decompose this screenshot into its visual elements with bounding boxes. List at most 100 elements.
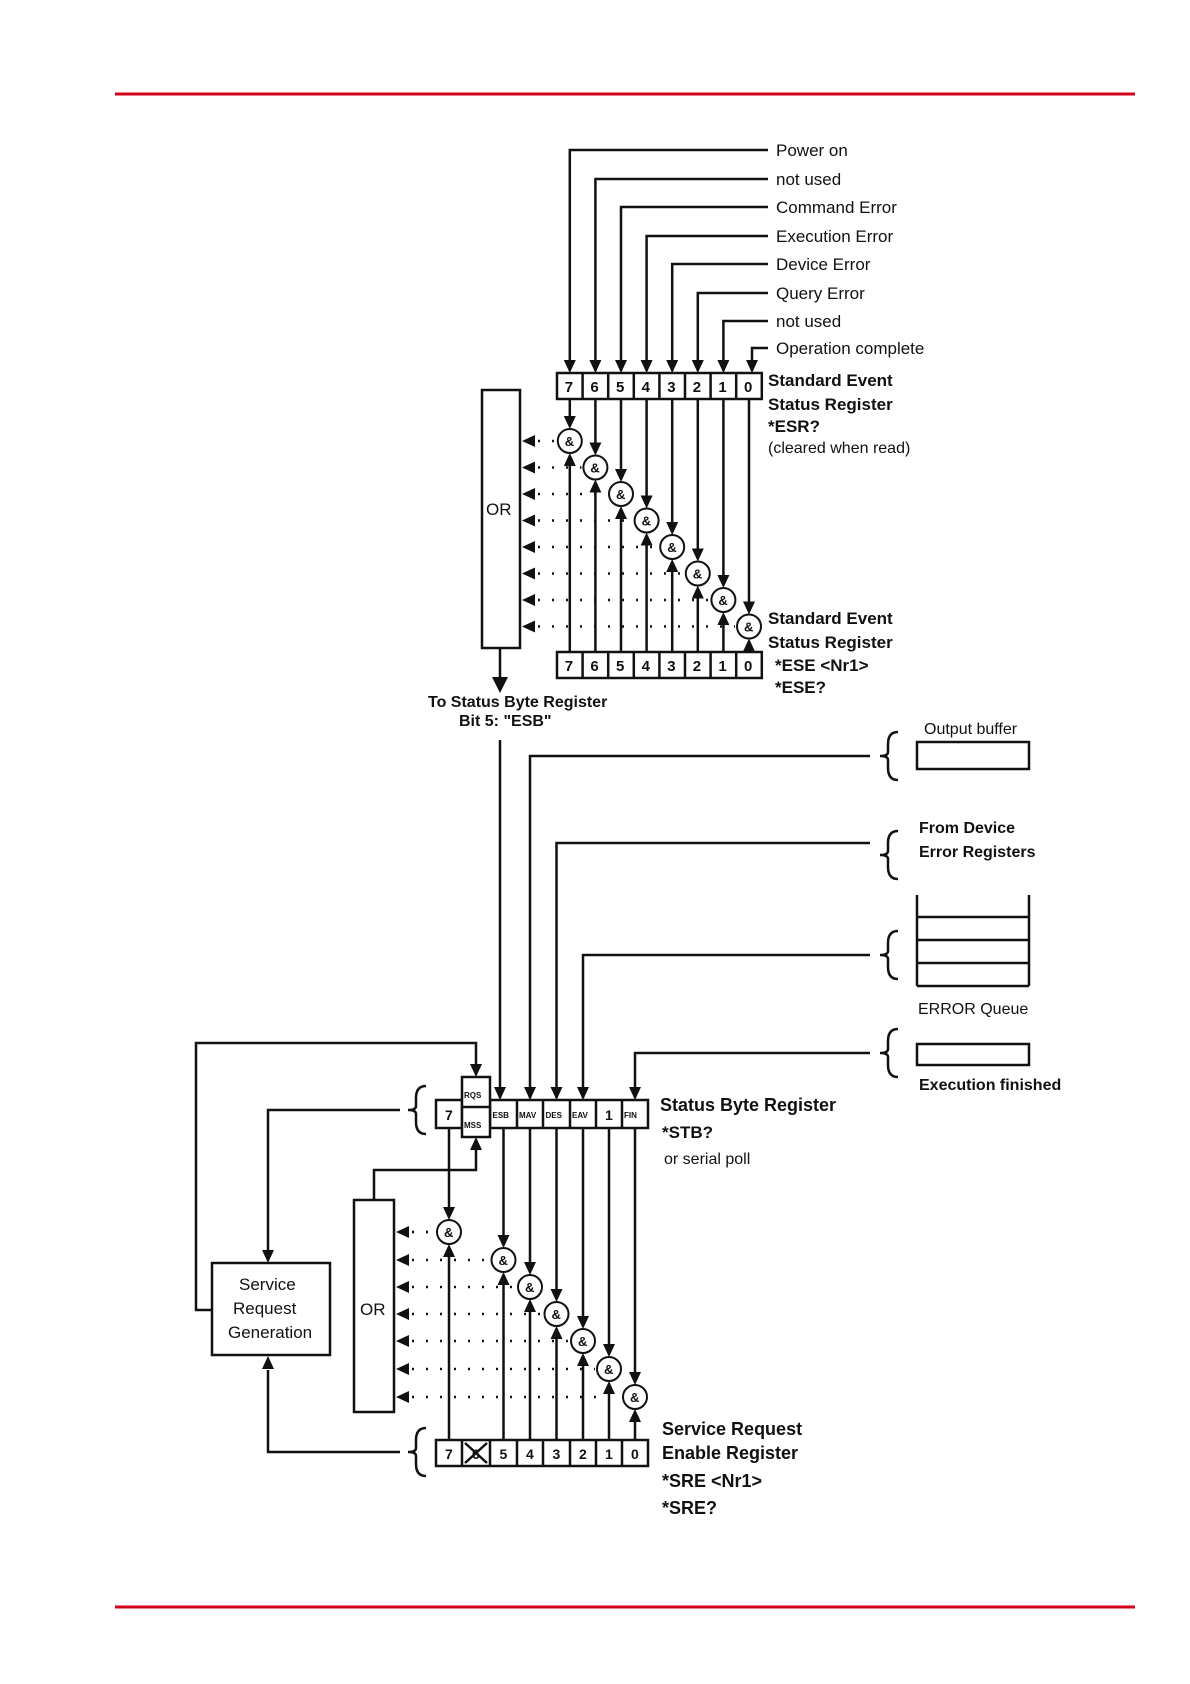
esr-input-label-7: Operation complete — [776, 339, 924, 358]
stb-bit-fin: FIN — [624, 1111, 637, 1120]
brace-sre — [407, 1426, 427, 1478]
ese-bit-5: 5 — [616, 658, 624, 675]
srg-line1: Service — [239, 1275, 296, 1294]
sre-label-line2: Enable Register — [662, 1443, 798, 1463]
esr-and-gate-5 — [684, 560, 711, 587]
ese-bit-1: 1 — [718, 658, 726, 675]
ese-bit-3: 3 — [667, 658, 675, 675]
ese-bit-4: 4 — [642, 658, 651, 675]
esr-input-label-6: not used — [776, 312, 841, 331]
stb-bit-mav: MAV — [519, 1111, 537, 1120]
esr-and-label-7: & — [744, 620, 753, 635]
brace-stb — [407, 1084, 427, 1136]
stb-label-line3: or serial poll — [664, 1151, 750, 1168]
sre-and-label-2: & — [525, 1280, 534, 1295]
sre-and-gate-1 — [490, 1247, 517, 1273]
sre-and-label-3: & — [552, 1307, 561, 1322]
esr-label-line3: *ESR? — [768, 417, 820, 436]
sre-and-gate-5 — [596, 1356, 622, 1382]
sre-bit-7: 7 — [445, 1446, 453, 1462]
esr-bit-2: 2 — [693, 379, 701, 396]
sre-and-gate-3 — [543, 1301, 570, 1327]
sre-label-line4: *SRE? — [662, 1498, 717, 1518]
esr-bit-0: 0 — [744, 379, 752, 396]
or-label-lower: OR — [360, 1300, 386, 1319]
ese-bit-0: 0 — [744, 658, 752, 675]
ese-label-line3: *ESE <Nr1> — [775, 656, 869, 675]
sre-bit-2: 2 — [579, 1446, 587, 1462]
ese-bit-7: 7 — [565, 658, 573, 675]
sre-bit-4: 4 — [526, 1446, 534, 1462]
sre-bit-0: 0 — [631, 1446, 639, 1462]
brace-error-queue — [879, 929, 899, 981]
or-box-lower — [352, 1198, 396, 1414]
stb-bit-des: DES — [546, 1111, 563, 1120]
esr-bit-7: 7 — [565, 379, 573, 396]
sre-and-gate-4 — [570, 1328, 596, 1354]
ese-label-line2: Status Register — [768, 633, 893, 652]
esr-and-gate-1 — [582, 454, 609, 481]
service-request-generation-box — [210, 1261, 332, 1357]
device-errors-label-1: From Device — [919, 820, 1015, 837]
brace-device-errors — [879, 829, 899, 881]
brace-execution-finished — [879, 1027, 899, 1079]
error-queue-stack — [915, 895, 1031, 988]
esr-and-gate-2 — [608, 481, 634, 507]
sre-label-line3: *SRE <Nr1> — [662, 1471, 762, 1491]
sre-and-label-5: & — [604, 1362, 613, 1377]
esr-bit-5: 5 — [616, 379, 624, 396]
sre-label-line1: Service Request — [662, 1419, 802, 1439]
esr-input-label-3: Execution Error — [776, 227, 893, 246]
esr-and-label-4: & — [667, 540, 676, 555]
or-box-upper — [480, 388, 522, 650]
ese-label-line4: *ESE? — [775, 678, 826, 697]
stb-label-line1: Status Byte Register — [660, 1095, 836, 1115]
device-errors-label-2: Error Registers — [919, 844, 1036, 861]
esr-and-gate-4 — [659, 534, 686, 560]
sre-and-gate-2 — [517, 1274, 543, 1300]
esr-and-gate-6 — [710, 587, 737, 613]
stb-bit-rqs: RQS — [464, 1091, 482, 1100]
esr-label-line2: Status Register — [768, 395, 893, 414]
sre-bit-3: 3 — [553, 1446, 561, 1462]
stb-bit-7: 7 — [445, 1107, 453, 1123]
sre-and-label-6: & — [630, 1390, 639, 1405]
to-stb-line2: Bit 5: "ESB" — [459, 713, 552, 730]
esr-input-label-2: Command Error — [776, 198, 897, 217]
sre-bit-5: 5 — [500, 1446, 508, 1462]
esr-bit-6: 6 — [590, 379, 598, 396]
output-buffer-label: Output buffer — [924, 721, 1018, 738]
srg-line3: Generation — [228, 1323, 312, 1342]
esr-and-gate-3 — [633, 507, 660, 534]
esr-and-gate-0 — [556, 428, 583, 454]
sre-bit-6: 6 — [472, 1446, 480, 1462]
sre-bit-1: 1 — [605, 1446, 613, 1462]
esr-bit-4: 4 — [642, 379, 651, 396]
sre-and-label-1: & — [499, 1253, 508, 1268]
ese-label-line1: Standard Event — [768, 609, 893, 628]
esr-and-label-6: & — [718, 593, 727, 608]
esr-label-line4: (cleared when read) — [768, 440, 910, 457]
sre-and-label-0: & — [444, 1225, 453, 1240]
esr-and-gate-7 — [736, 613, 762, 640]
sre-and-gate-0 — [436, 1219, 462, 1245]
sre-and-gate-6 — [622, 1384, 648, 1410]
stb-bit-1: 1 — [605, 1107, 613, 1123]
esr-input-label-0: Power on — [776, 141, 848, 160]
error-queue-label: ERROR Queue — [918, 1001, 1028, 1018]
or-label-upper: OR — [486, 500, 512, 519]
stb-bit-eav: EAV — [572, 1111, 589, 1120]
execution-finished-label: Execution finished — [919, 1077, 1061, 1094]
stb-bit-esb: ESB — [493, 1111, 510, 1120]
execution-finished-box — [915, 1042, 1031, 1067]
esr-and-label-5: & — [693, 567, 702, 582]
output-buffer-box — [915, 740, 1031, 771]
esr-and-label-0: & — [565, 434, 574, 449]
sre-and-label-4: & — [578, 1334, 587, 1349]
ese-bit-6: 6 — [590, 658, 598, 675]
stb-bit-mss: MSS — [464, 1121, 482, 1130]
srg-line2: Request — [233, 1299, 297, 1318]
esr-input-label-1: not used — [776, 170, 841, 189]
esr-bit-1: 1 — [718, 379, 726, 396]
